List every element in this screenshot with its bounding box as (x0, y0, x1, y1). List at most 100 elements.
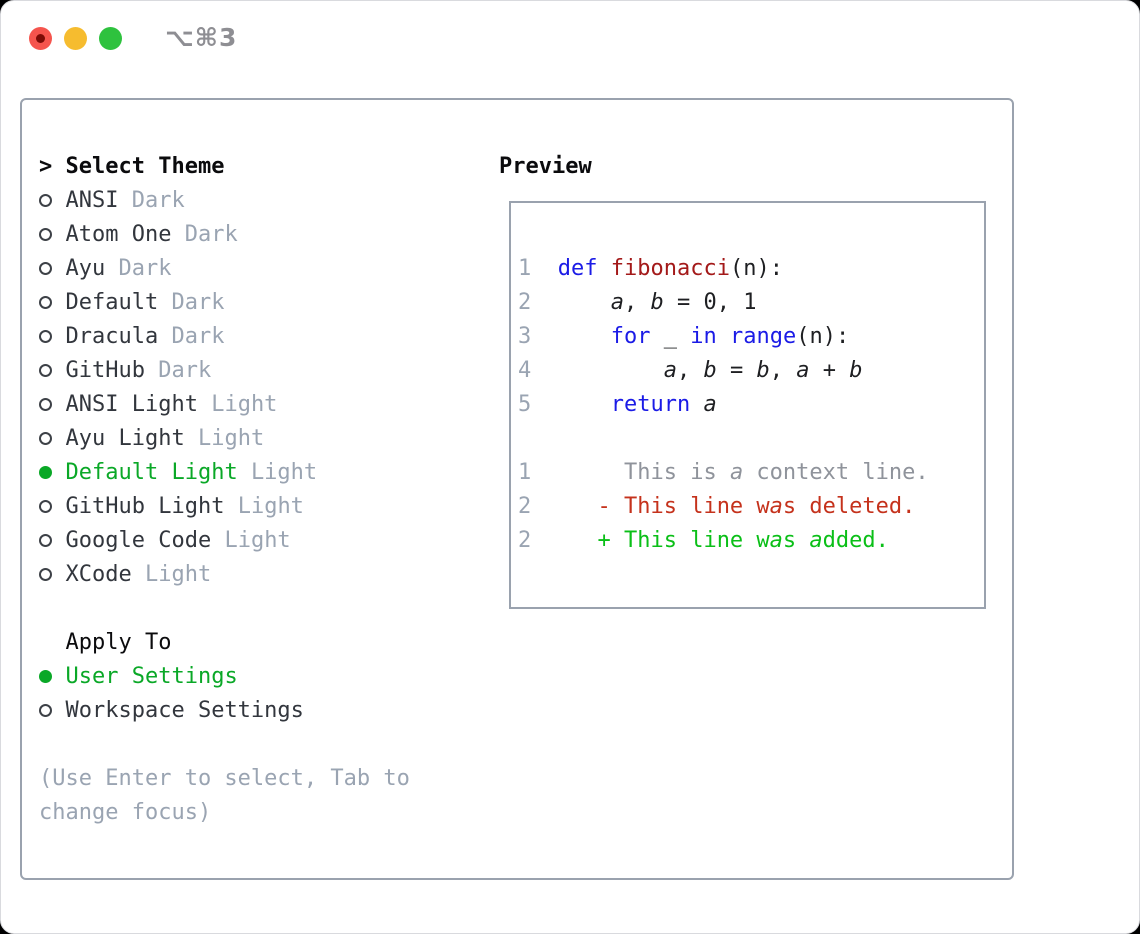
close-button[interactable] (29, 27, 52, 50)
apply-to-option[interactable]: Workspace Settings (39, 693, 410, 727)
code-segment: , (676, 357, 704, 383)
code-segment: fibonacci (610, 255, 730, 281)
theme-variant-tag: Light (211, 391, 278, 417)
code-segment (690, 392, 703, 417)
code-segment: (n): (796, 323, 850, 349)
code-segment: range (729, 323, 797, 349)
code-line: 4 a, b = b, a + b (518, 353, 929, 387)
apply-to-header-label: Apply To (65, 629, 172, 655)
code-segment (558, 324, 611, 349)
preview-box (509, 201, 986, 609)
radio-unselected-icon (39, 703, 66, 717)
theme-option[interactable]: Ayu Light Light (39, 421, 410, 455)
option-label: Dracula (65, 323, 159, 349)
minimize-button[interactable] (64, 27, 87, 50)
option-label: Default Light (65, 459, 238, 485)
code-segment (558, 358, 664, 383)
code-segment: , (769, 357, 797, 383)
option-label: XCode (65, 561, 132, 587)
code-segment: a (809, 527, 823, 553)
radio-selected-icon (39, 465, 66, 479)
theme-option[interactable]: Default Dark (39, 285, 410, 319)
traffic-lights (29, 27, 122, 50)
theme-option[interactable]: GitHub Dark (39, 353, 410, 387)
line-number: 2 (518, 289, 532, 315)
code-segment: - This line w (557, 493, 770, 519)
code-segment: This is (557, 459, 730, 485)
option-label: ANSI (65, 187, 119, 213)
radio-unselected-icon (39, 295, 66, 309)
line-number: 3 (518, 323, 532, 349)
theme-variant-tag: Dark (158, 357, 212, 383)
theme-variant-tag: Dark (171, 289, 225, 315)
option-label: GitHub (65, 357, 145, 383)
code-segment: + This line w (557, 527, 770, 553)
code-segment: for (610, 323, 651, 349)
theme-option[interactable]: Atom One Dark (39, 217, 410, 251)
code-segment: , (623, 289, 651, 315)
line-number: 2 (518, 493, 532, 519)
code-segment: = 0, 1 (663, 289, 757, 315)
apply-to-option[interactable]: User Settings (39, 659, 410, 693)
code-segment: a (769, 493, 783, 519)
content-frame (20, 98, 1014, 880)
option-label: ANSI Light (65, 391, 198, 417)
radio-unselected-icon (39, 533, 66, 547)
select-theme-header: > Select Theme (39, 149, 410, 183)
code-line: 1 This is a context line. (518, 455, 929, 489)
code-segment: (n): (729, 255, 783, 281)
theme-option[interactable]: ANSI Light Light (39, 387, 410, 421)
theme-variant-tag: Dark (184, 221, 238, 247)
theme-variant-tag: Dark (131, 187, 185, 213)
code-segment: _ (650, 323, 691, 349)
help-text-line-1: (Use Enter to select, Tab to (39, 765, 410, 791)
code-line: 5 return a (518, 387, 929, 421)
zoom-button[interactable] (99, 27, 122, 50)
code-segment: a (610, 289, 624, 315)
radio-unselected-icon (39, 567, 66, 581)
code-segment: in (690, 323, 717, 349)
window-title-shortcut: ⌥⌘3 (165, 23, 238, 52)
line-number: 5 (518, 391, 532, 417)
radio-unselected-icon (39, 397, 66, 411)
line-number: 2 (518, 527, 532, 553)
option-label: Google Code (65, 527, 212, 553)
spacer-row (39, 727, 410, 761)
option-label: Default (65, 289, 159, 315)
theme-option[interactable]: ANSI Dark (39, 183, 410, 217)
line-number: 4 (518, 357, 532, 383)
radio-unselected-icon (39, 261, 66, 275)
code-line: 3 for _ in range(n): (518, 319, 929, 353)
theme-variant-tag: Light (197, 425, 265, 451)
spacer-row (39, 591, 410, 625)
radio-unselected-icon (39, 193, 66, 207)
code-segment: = (716, 357, 757, 383)
code-line (518, 421, 929, 455)
code-segment: b (849, 357, 863, 383)
option-label: Ayu Light (65, 425, 185, 451)
help-text-line-2: change focus) (39, 799, 212, 825)
option-label: Atom One (65, 221, 172, 247)
theme-variant-tag: Light (224, 527, 291, 553)
code-segment: b (756, 357, 770, 383)
code-segment: dded. (822, 527, 889, 553)
theme-option[interactable]: Google Code Light (39, 523, 410, 557)
line-number: 1 (518, 459, 532, 485)
line-number: 1 (518, 255, 532, 281)
radio-unselected-icon (39, 363, 66, 377)
focus-caret-icon: > (39, 153, 53, 179)
code-line: 1 def fibonacci(n): (518, 251, 929, 285)
code-segment: def (557, 255, 598, 281)
code-segment: b (650, 289, 664, 315)
theme-variant-tag: Dark (118, 255, 172, 281)
